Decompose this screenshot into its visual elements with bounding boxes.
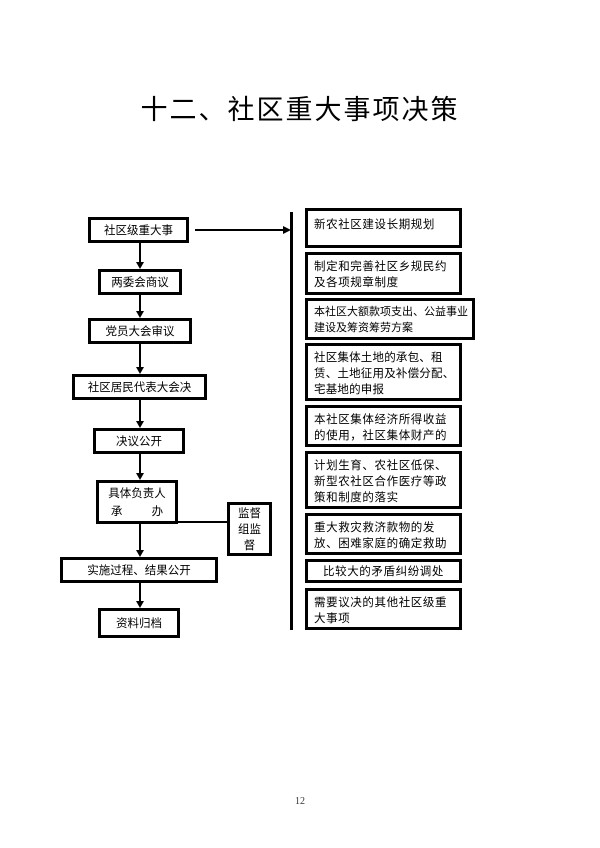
matter-line: 需要议决的其他社区级重 xyxy=(314,595,448,609)
connector-2 xyxy=(139,295,141,311)
flow-step-label: 社区级重大事 xyxy=(104,222,173,237)
matter-line: 新农社区建设长期规划 xyxy=(314,217,435,231)
connector-5 xyxy=(139,454,141,473)
flow-step-responsible-person: 具体负责人 承 办 xyxy=(96,480,178,524)
flow-step-label-line2: 承 办 xyxy=(110,504,164,518)
flow-step-residents-decision: 社区居民代表大会决 xyxy=(72,374,207,400)
flow-step-label: 两委会商议 xyxy=(111,274,169,289)
arrow-down-icon xyxy=(136,311,144,318)
matter-item: 新农社区建设长期规划 xyxy=(305,208,462,248)
flow-step-label: 实施过程、结果公开 xyxy=(87,562,191,577)
page-number: 12 xyxy=(295,796,305,807)
flow-step-label: 社区居民代表大会决 xyxy=(87,379,192,394)
connector-3 xyxy=(139,344,141,367)
connector-to-matters xyxy=(195,229,284,231)
matter-line: 社区集体土地的承包、租 xyxy=(314,350,443,364)
matter-line: 的使用，社区集体财产的 xyxy=(314,428,448,442)
matter-line: 大事项 xyxy=(314,611,351,625)
flow-step-label: 具体负责人 xyxy=(108,486,166,500)
matters-bracket-bar xyxy=(290,212,293,630)
matter-line: 比较大的矛盾纠纷调处 xyxy=(323,564,444,578)
matter-line: 本社区大额款项支出、公益事业 xyxy=(314,305,468,318)
matter-item: 计划生育、农社区低保、 新型农社区合作医疗等政 策和制度的落实 xyxy=(305,451,462,509)
matter-line: 建设及筹资筹劳方案 xyxy=(314,321,413,334)
matter-line: 本社区集体经济所得收益 xyxy=(314,412,448,426)
connector-6 xyxy=(139,524,141,550)
connector-7 xyxy=(139,583,141,601)
connector-4 xyxy=(139,400,141,421)
matter-line: 制定和完善社区乡规民约 xyxy=(314,259,448,273)
flow-step-archive: 资料归档 xyxy=(98,608,180,638)
matter-line: 赁、土地征用及补偿分配、 xyxy=(314,366,455,380)
matter-line: 放、困难家庭的确定救助 xyxy=(314,536,448,550)
supervision-line: 监督 xyxy=(238,506,261,520)
matter-item: 社区集体土地的承包、租 赁、土地征用及补偿分配、 宅基地的申报 xyxy=(305,343,462,401)
matter-line: 计划生育、农社区低保、 xyxy=(314,458,448,472)
connector-1 xyxy=(139,243,141,262)
arrow-down-icon xyxy=(136,367,144,374)
supervision-connector xyxy=(178,521,227,523)
matter-item: 本社区集体经济所得收益 的使用，社区集体财产的 xyxy=(305,405,462,447)
matter-item: 制定和完善社区乡规民约 及各项规章制度 xyxy=(305,252,462,295)
page-title: 十二、社区重大事项决策 xyxy=(140,95,460,126)
supervision-line: 组监 xyxy=(238,522,261,536)
flow-step-two-committees: 两委会商议 xyxy=(98,269,182,295)
matter-item: 本社区大额款项支出、公益事业 建设及筹资筹劳方案 xyxy=(305,298,475,340)
flow-step-label: 资料归档 xyxy=(116,615,162,630)
matter-line: 及各项规章制度 xyxy=(314,275,399,289)
matter-line: 重大救灾救济款物的发 xyxy=(314,520,435,534)
arrow-down-icon xyxy=(136,550,144,557)
arrow-right-icon xyxy=(283,226,291,234)
matter-item: 重大救灾救济款物的发 放、困难家庭的确定救助 xyxy=(305,513,462,555)
flow-step-major-matter: 社区级重大事 xyxy=(88,217,189,243)
matter-line: 新型农社区合作医疗等政 xyxy=(314,474,448,488)
flow-step-label: 决议公开 xyxy=(116,433,162,448)
arrow-down-icon xyxy=(136,262,144,269)
flow-step-label: 党员大会审议 xyxy=(105,323,175,338)
arrow-down-icon xyxy=(136,421,144,428)
arrow-down-icon xyxy=(136,473,144,480)
matter-item: 需要议决的其他社区级重 大事项 xyxy=(305,588,462,630)
matter-line: 策和制度的落实 xyxy=(314,490,399,504)
matter-item: 比较大的矛盾纠纷调处 xyxy=(305,559,462,583)
supervision-line: 督 xyxy=(243,538,256,552)
arrow-down-icon xyxy=(136,601,144,608)
supervision-group-box: 监督 组监 督 xyxy=(227,502,272,556)
flow-step-party-review: 党员大会审议 xyxy=(88,318,192,344)
flow-step-implementation-public: 实施过程、结果公开 xyxy=(60,557,218,583)
matter-line: 宅基地的申报 xyxy=(314,382,385,396)
flow-step-decision-public: 决议公开 xyxy=(93,428,185,454)
